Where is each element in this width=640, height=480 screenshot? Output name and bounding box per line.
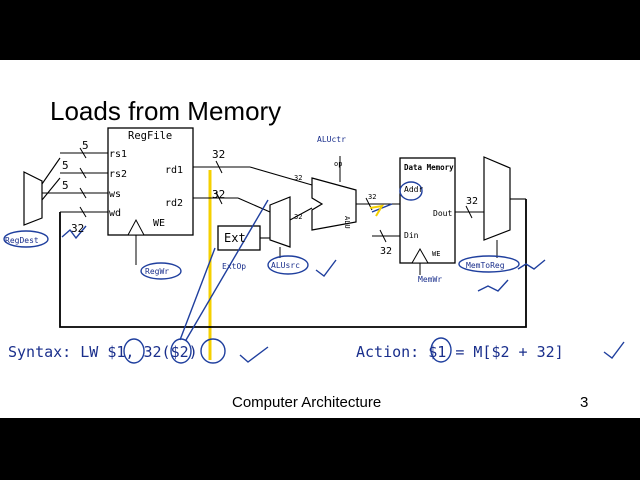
port-wd: wd [109, 208, 121, 219]
yellow-arrow [369, 204, 384, 217]
port-rs2: rs2 [109, 169, 127, 180]
extop-label: ExtOp [222, 262, 246, 271]
bus-width-din: 32 [380, 246, 392, 257]
alusrc-mux [269, 196, 291, 248]
alusrc-label: ALUsrc [271, 261, 300, 270]
ext-box [217, 225, 261, 251]
aluctr-label: ALUctr [317, 135, 346, 144]
port-ws: ws [109, 189, 121, 200]
bus-width-alu-a: 32 [294, 174, 302, 182]
syntax-line: Syntax: LW $1, 32($2) [8, 343, 198, 361]
syntax-comma: , [125, 343, 143, 361]
data-memory-box [399, 157, 456, 264]
regfile-box [107, 127, 194, 236]
syntax-reg2: $2 [171, 343, 189, 361]
port-rd2: rd2 [165, 198, 183, 209]
port-rs1: rs1 [109, 149, 127, 160]
regfile-label: RegFile [128, 130, 172, 142]
syntax-rparen: ) [189, 343, 198, 361]
port-rd1: rd1 [165, 165, 183, 176]
ext-label: Ext [224, 231, 246, 245]
syntax-reg1: $1 [107, 343, 125, 361]
dm-din-label: Din [404, 231, 419, 240]
page-number: 3 [580, 394, 589, 411]
alu-op-label: op [334, 160, 342, 168]
bus-width-dout: 32 [466, 196, 478, 207]
slide-title: Loads from Memory [50, 96, 282, 126]
syntax-prefix: Syntax: LW [8, 343, 107, 361]
bus-width-alu-out: 32 [368, 193, 376, 201]
memtoreg-mux [483, 156, 511, 241]
dm-dout-label: Dout [433, 209, 452, 218]
writeback-path [59, 199, 527, 328]
syntax-imm: 32 [143, 343, 161, 361]
syntax-lparen: ( [162, 343, 171, 361]
regdest-mux [23, 171, 43, 226]
bus-width-alu-b: 32 [294, 213, 302, 221]
bus-width-wd: 32 [71, 222, 84, 235]
regfile-we: WE [153, 218, 165, 229]
bus-width-rs1: 5 [82, 139, 89, 152]
regdest-label: RegDest [5, 236, 39, 245]
alu [311, 177, 357, 231]
memwr-label: MemWr [418, 275, 442, 284]
action-line: Action: $1 = M[$2 + 32] [356, 343, 564, 361]
data-memory-label: Data Memory [404, 163, 454, 172]
dm-we-label: WE [432, 250, 440, 258]
action-reg: $1 [428, 343, 446, 361]
memtoreg-label: MemToReg [466, 261, 505, 270]
datapath-diagram: RegFile rs1 rs2 ws wd rd1 rd2 WE 5 5 5 3… [3, 127, 625, 364]
bus-width-rd1: 32 [212, 148, 225, 161]
bus-width-rd2: 32 [212, 188, 225, 201]
action-prefix: Action: [356, 343, 428, 361]
bus-width-ws: 5 [62, 179, 69, 192]
slide: Loads from Memory [0, 60, 640, 418]
annotation-marks [3, 181, 625, 364]
dm-addr-label: Addr [404, 185, 423, 194]
bus-width-rs2: 5 [62, 159, 69, 172]
alu-label: ALU [343, 216, 351, 229]
action-rest: = M[$2 + 32] [446, 343, 563, 361]
footer-course: Computer Architecture [232, 394, 382, 411]
regwr-label: RegWr [145, 267, 169, 276]
